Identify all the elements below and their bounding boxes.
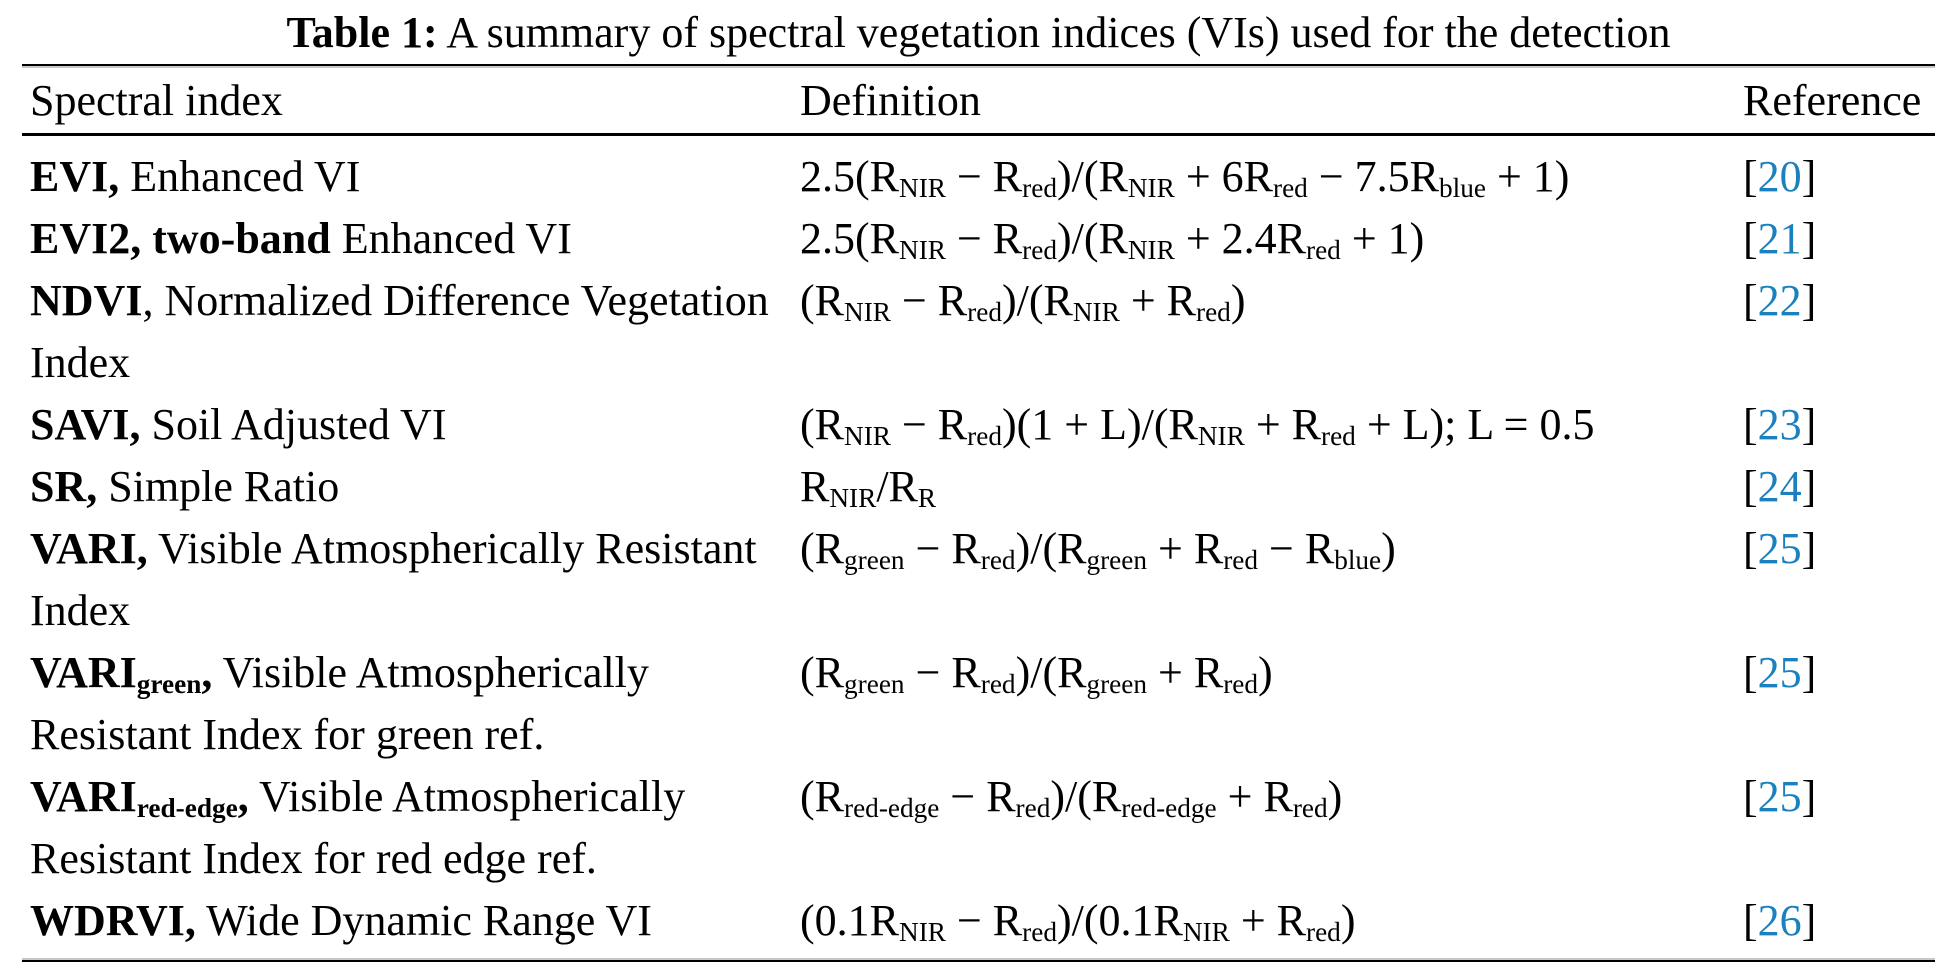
- table-top-rule: [22, 64, 1935, 68]
- bracket-open: [: [1743, 152, 1758, 201]
- bracket-open: [: [1743, 276, 1758, 325]
- bracket-close: ]: [1801, 152, 1817, 201]
- vegetation-indices-table: Spectral index Definition Reference EVI,…: [22, 64, 1935, 962]
- bracket-open: [: [1743, 896, 1758, 945]
- index-name-cell: EVI, Enhanced VI: [30, 152, 361, 201]
- bracket-open: [: [1743, 214, 1758, 263]
- reference-cell: [22]: [1737, 270, 1935, 332]
- index-name-cell: SAVI, Soil Adjusted VI: [30, 400, 447, 449]
- table-caption: Table 1: A summary of spectral vegetatio…: [286, 8, 1671, 57]
- citation-link[interactable]: 24: [1757, 462, 1802, 511]
- bracket-open: [: [1743, 648, 1758, 697]
- index-name-cell: VARI, Visible Atmospherically Resistant …: [30, 524, 757, 635]
- citation-link[interactable]: 25: [1757, 772, 1802, 821]
- table-row-vari: VARI, Visible Atmospherically Resistant …: [22, 518, 1935, 642]
- bracket-close: ]: [1801, 524, 1817, 573]
- table-header-row: Spectral index Definition Reference: [22, 68, 1935, 133]
- table-row-evi: EVI, Enhanced VI 2.5(RNIR − Rred)/(RNIR …: [22, 146, 1935, 208]
- table-body: EVI, Enhanced VI 2.5(RNIR − Rred)/(RNIR …: [22, 136, 1935, 958]
- bracket-close: ]: [1801, 648, 1817, 697]
- reference-cell: [20]: [1737, 146, 1935, 208]
- bracket-open: [: [1743, 462, 1758, 511]
- reference-cell: [23]: [1737, 394, 1935, 456]
- citation-link[interactable]: 25: [1757, 648, 1802, 697]
- table-row-sr: SR, Simple Ratio RNIR/RR [24]: [22, 456, 1935, 518]
- bracket-close: ]: [1801, 772, 1817, 821]
- column-header-definition: Definition: [800, 76, 981, 125]
- reference-cell: [25]: [1737, 518, 1935, 580]
- table-row-vari-red-edge: VARIred-edge, Visible Atmospherically Re…: [22, 766, 1935, 890]
- reference-cell: [25]: [1737, 766, 1935, 828]
- citation-link[interactable]: 25: [1757, 524, 1802, 573]
- definition-cell: (RNIR − Rred)/(RNIR + Rred): [800, 276, 1246, 327]
- table-row-wdrvi: WDRVI, Wide Dynamic Range VI (0.1RNIR − …: [22, 890, 1935, 952]
- index-name-cell: NDVI, Normalized Difference Vegetation I…: [30, 276, 769, 387]
- bracket-close: ]: [1801, 896, 1817, 945]
- definition-cell: 2.5(RNIR − Rred)/(RNIR + 2.4Rred + 1): [800, 214, 1425, 265]
- table-row-evi2: EVI2, two-band Enhanced VI 2.5(RNIR − Rr…: [22, 208, 1935, 270]
- definition-cell: (Rgreen − Rred)/(Rgreen + Rred): [800, 648, 1273, 699]
- column-header-spectral-index: Spectral index: [30, 76, 283, 125]
- table-row-ndvi: NDVI, Normalized Difference Vegetation I…: [22, 270, 1935, 394]
- definition-cell: 2.5(RNIR − Rred)/(RNIR + 6Rred − 7.5Rblu…: [800, 152, 1570, 203]
- column-header-reference: Reference: [1743, 76, 1922, 125]
- bracket-open: [: [1743, 400, 1758, 449]
- table-header-rule: [22, 133, 1935, 136]
- bracket-close: ]: [1801, 400, 1817, 449]
- citation-link[interactable]: 23: [1757, 400, 1802, 449]
- index-name-cell: EVI2, two-band Enhanced VI: [30, 214, 572, 263]
- reference-cell: [21]: [1737, 208, 1935, 270]
- bracket-open: [: [1743, 524, 1758, 573]
- definition-cell: (Rgreen − Rred)/(Rgreen + Rred − Rblue): [800, 524, 1396, 575]
- definition-cell: (RNIR − Rred)(1 + L)/(RNIR + Rred + L); …: [800, 400, 1595, 451]
- table-row-savi: SAVI, Soil Adjusted VI (RNIR − Rred)(1 +…: [22, 394, 1935, 456]
- table-row-vari-green: VARIgreen, Visible Atmospherically Resis…: [22, 642, 1935, 766]
- bracket-close: ]: [1801, 214, 1817, 263]
- definition-cell: (0.1RNIR − Rred)/(0.1RNIR + Rred): [800, 896, 1356, 947]
- definition-cell: RNIR/RR: [800, 462, 937, 513]
- citation-link[interactable]: 20: [1757, 152, 1802, 201]
- bracket-close: ]: [1801, 462, 1817, 511]
- bracket-open: [: [1743, 772, 1758, 821]
- citation-link[interactable]: 21: [1757, 214, 1802, 263]
- reference-cell: [26]: [1737, 890, 1935, 952]
- index-name-cell: VARIred-edge, Visible Atmospherically Re…: [30, 772, 686, 883]
- citation-link[interactable]: 22: [1757, 276, 1802, 325]
- reference-cell: [24]: [1737, 456, 1935, 518]
- bracket-close: ]: [1801, 276, 1817, 325]
- reference-cell: [25]: [1737, 642, 1935, 704]
- index-name-cell: WDRVI, Wide Dynamic Range VI: [30, 896, 652, 945]
- definition-cell: (Rred-edge − Rred)/(Rred-edge + Rred): [800, 772, 1343, 823]
- index-name-cell: VARIgreen, Visible Atmospherically Resis…: [30, 648, 649, 759]
- citation-link[interactable]: 26: [1757, 896, 1802, 945]
- index-name-cell: SR, Simple Ratio: [30, 462, 340, 511]
